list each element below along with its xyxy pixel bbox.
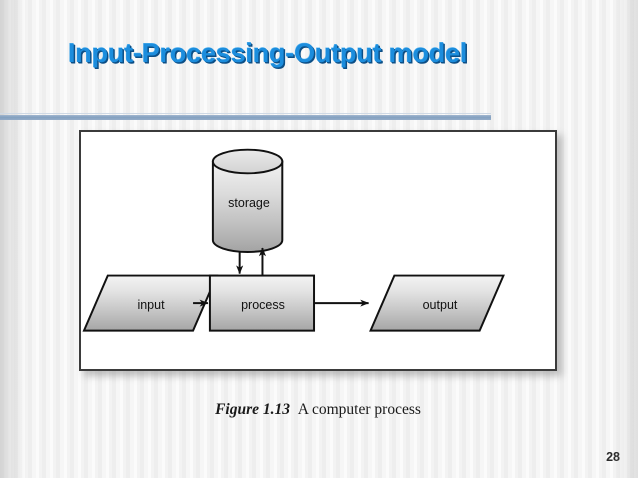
ipo-flowchart-diagram [82, 148, 505, 332]
figure-number: Figure 1.13 [215, 401, 291, 418]
page-number: 28 [606, 450, 620, 464]
page-title: Input-Processing-Output model [68, 38, 468, 68]
title-divider-rule [0, 115, 491, 120]
storage-cylinder-top [211, 148, 284, 175]
input-parallelogram [82, 274, 219, 332]
output-parallelogram [369, 274, 505, 332]
storage-node [211, 148, 284, 253]
process-node [208, 274, 316, 332]
storage-cylinder-body [211, 160, 284, 253]
process-rectangle [208, 274, 316, 332]
figure-frame: storage input process output [79, 130, 557, 371]
figure-caption-text: A computer process [297, 401, 421, 418]
divider-highlight [0, 113, 491, 114]
input-node [82, 274, 219, 332]
output-node [369, 274, 505, 332]
figure-caption: Figure 1.13 A computer process [79, 401, 557, 419]
